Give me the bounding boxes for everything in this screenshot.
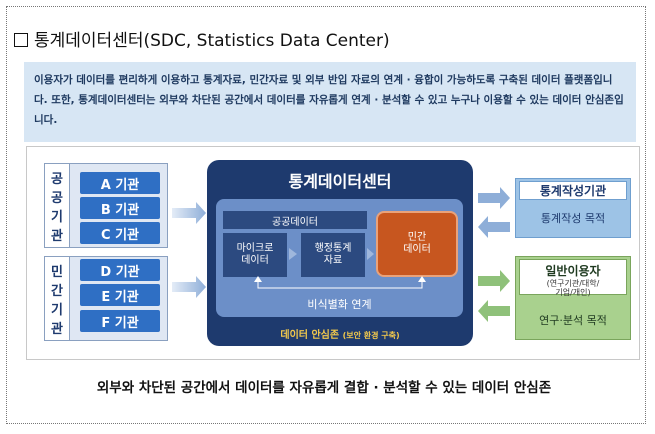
label-char: 간 <box>51 283 63 299</box>
label-char: 공 <box>51 171 63 187</box>
arrow-left-icon <box>478 300 510 322</box>
org-f: F 기관 <box>80 310 160 332</box>
intro-paragraph: 이용자가 데이터를 편리하게 이용하고 통계자료, 민간자료 및 외부 반입 자… <box>24 62 636 142</box>
general-users-sub: (연구기관/대학/ <box>546 279 600 288</box>
safe-zone-label: 데이터 안심존 (보안 환경 구축) <box>207 326 473 341</box>
label-char: 민 <box>51 264 63 280</box>
safe-zone-note: (보안 환경 구축) <box>342 331 400 340</box>
label-char: 관 <box>51 228 63 244</box>
general-users-title: 일반이용자 <box>545 264 601 278</box>
org-d: D 기관 <box>80 259 160 281</box>
public-data-bar: 공공데이터 <box>223 211 367 229</box>
chevron-right-icon <box>289 248 297 260</box>
label-char: 공 <box>51 190 63 206</box>
admin-stats-line: 행정통계 <box>314 243 352 254</box>
private-institutions-label: 민 간 기 관 <box>44 256 70 341</box>
label-char: 기 <box>51 209 63 225</box>
diagram-frame <box>26 146 640 360</box>
public-institutions-label: 공 공 기 관 <box>44 163 70 248</box>
org-b: B 기관 <box>80 197 160 219</box>
checkbox-square-icon <box>14 33 28 47</box>
safe-zone-text: 데이터 안심존 <box>280 330 340 341</box>
arrow-up-icon <box>254 276 262 282</box>
arrow-right-icon <box>478 270 510 292</box>
stat-agency-title: 통계작성기관 <box>519 181 627 200</box>
label-char: 관 <box>51 321 63 337</box>
general-users-sub: 기업/개인) <box>555 288 591 297</box>
footer-caption: 외부와 차단된 공간에서 데이터를 자유롭게 결합 · 분석할 수 있는 데이터… <box>96 380 552 396</box>
general-users-header: 일반이용자 (연구기관/대학/ 기업/개인) <box>519 259 627 297</box>
outer-frame <box>6 6 646 424</box>
arrow-right-icon <box>172 202 206 224</box>
heading-text: 통계데이터센터(SDC, Statistics Data Center) <box>34 31 390 51</box>
org-c: C 기관 <box>80 222 160 244</box>
micro-data-line: 마이크로 <box>236 243 274 254</box>
stat-agency-desc: 통계작성 목적 <box>540 212 606 225</box>
private-data-line: 민간 <box>407 232 427 243</box>
org-e: E 기관 <box>80 284 160 306</box>
arrow-left-icon <box>478 216 510 238</box>
admin-stats-line: 자료 <box>323 255 343 266</box>
data-center-title: 통계데이터센터 <box>288 172 392 191</box>
section-heading: 통계데이터센터(SDC, Statistics Data Center) <box>14 26 390 51</box>
chevron-right-icon <box>367 248 374 260</box>
label-char: 기 <box>51 302 63 318</box>
general-users-desc: 연구·분석 목적 <box>539 314 607 327</box>
org-a: A 기관 <box>80 172 160 194</box>
micro-data-line: 데이터 <box>241 255 269 266</box>
deidentified-linkage-label: 비식별화 연계 <box>307 298 372 311</box>
arrow-right-icon <box>478 187 510 209</box>
private-data-line: 데이터 <box>403 244 431 255</box>
linkage-line <box>257 279 423 289</box>
arrow-right-icon <box>172 276 206 298</box>
arrow-up-icon <box>418 276 426 282</box>
